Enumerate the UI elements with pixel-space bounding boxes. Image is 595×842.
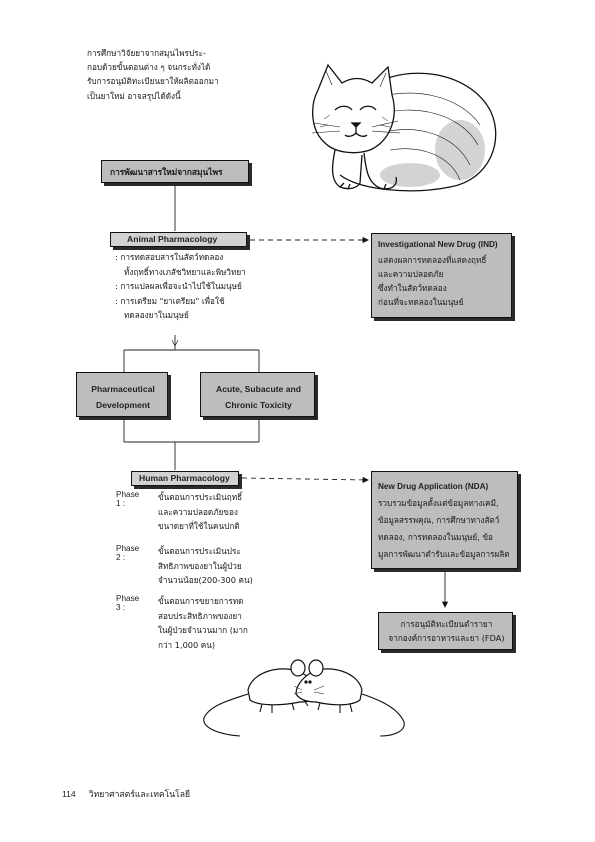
cat-illustration	[311, 63, 497, 192]
phase-line: กว่า 1,000 คน)	[158, 639, 216, 650]
fda-line: จากองค์การอาหารและยา (FDA)	[388, 633, 505, 644]
nda-line: รวบรวมข้อมูลตั้งแต่ข้อมูลทางเคมี,	[378, 498, 499, 508]
nda-line: ข้อมูลสรรพคุณ, การศึกษาทางสัตว์	[378, 515, 500, 525]
ind-line: ซึ่งทำในสัตว์ทดลอง	[378, 283, 447, 294]
intro-line: กอบด้วยขั้นตอนต่าง ๆ จนกระทั่งได้	[87, 62, 211, 73]
note-line: : การแปลผลเพื่อจะนำไปใช้ในมนุษย์	[115, 281, 242, 291]
ind-line: แสดงผลการทดลองที่แสดงฤทธิ์	[378, 254, 487, 265]
pharmaceutical-development-box: Pharmaceutical Development	[76, 372, 168, 417]
phase-line: สอบประสิทธิภาพของยา	[158, 610, 242, 621]
main-title: การพัฒนาสารใหม่จากสมุนไพร	[110, 167, 223, 177]
phase-line: จำนวนน้อย(200-300 คน)	[158, 575, 253, 585]
ind-title: Investigational New Drug (IND)	[378, 240, 498, 249]
phase-line: ขั้นตอนการประเมินประ	[158, 546, 241, 556]
pharm-dev-line: Pharmaceutical	[91, 384, 155, 394]
dashed-arrow-nda	[241, 476, 369, 484]
phase-label: Phase 1 :	[116, 490, 140, 508]
main-title-box: การพัฒนาสารใหม่จากสมุนไพร	[101, 160, 249, 183]
intro-paragraph: การศึกษาวิจัยยาจากสมุนไพรประ- กอบด้วยขั้…	[87, 46, 219, 103]
note-line: : การเตรียม "ยาเตรียม" เพื่อใช้	[115, 295, 225, 306]
note-line: ทดลองยาในมนุษย์	[124, 310, 189, 320]
note-line: : การทดสอบสารในสัตว์ทดลอง	[115, 252, 224, 262]
nda-title: New Drug Application (NDA)	[378, 482, 489, 491]
human-pharmacology-box: Human Pharmacology	[131, 471, 239, 486]
fda-approval-box: การอนุมัติทะเบียนตำรายา จากองค์การอาหารแ…	[378, 612, 513, 650]
page-number: 114	[62, 789, 76, 799]
toxicity-line: Acute, Subacute and	[216, 384, 301, 394]
ind-box: Investigational New Drug (IND) แสดงผลการ…	[371, 233, 512, 318]
pharm-dev-line: Development	[96, 400, 150, 410]
intro-line: รับการอนุมัติทะเบียนยาให้ผลิตออกมา	[87, 76, 219, 87]
animal-pharmacology-notes: : การทดสอบสารในสัตว์ทดลอง ทั้งฤทธิ์ทางเภ…	[115, 250, 246, 323]
phase-line: และความปลอดภัยของ	[158, 506, 238, 517]
fda-line: การอนุมัติทะเบียนตำรายา	[400, 619, 493, 629]
toxicity-line: Chronic Toxicity	[225, 400, 292, 410]
footer-title: วิทยาศาสตร์และเทคโนโลยี	[88, 790, 191, 800]
ind-line: และความปลอดภัย	[378, 269, 444, 279]
phase-line: ขนาดยาที่ใช้ในคนปกติ	[158, 521, 240, 531]
nda-box: New Drug Application (NDA) รวบรวมข้อมูลต…	[371, 471, 518, 569]
phase-label: Phase 3 :	[116, 594, 140, 612]
intro-line: การศึกษาวิจัยยาจากสมุนไพรประ-	[87, 48, 206, 58]
phase-line: ในผู้ป่วยจำนวนมาก (มาก	[158, 625, 248, 635]
phase-line: ขั้นตอนการขยายการทด	[158, 596, 244, 606]
page-footer: 114 วิทยาศาสตร์และเทคโนโลยี	[62, 782, 190, 802]
animal-pharmacology-label: Animal Pharmacology	[127, 234, 218, 244]
phase-line: ขั้นตอนการประเมินฤทธิ์	[158, 492, 243, 502]
ind-line: ก่อนที่จะทดลองในมนุษย์	[378, 297, 464, 308]
phase-label: Phase 2 :	[116, 544, 140, 562]
human-pharmacology-label: Human Pharmacology	[139, 473, 230, 483]
animal-pharmacology-box: Animal Pharmacology	[110, 232, 247, 247]
toxicity-box: Acute, Subacute and Chronic Toxicity	[200, 372, 315, 417]
nda-line: มูลการพัฒนาตำรับและข้อมูลการผลิต	[378, 549, 510, 559]
mice-illustration	[203, 659, 405, 737]
note-line: ทั้งฤทธิ์ทางเภสัชวิทยาและพิษวิทยา	[124, 266, 246, 277]
nda-line: ทดลอง, การทดลองในมนุษย์, ข้อ	[378, 532, 493, 542]
intro-line: เป็นยาใหม่ อาจสรุปได้ดังนี้	[87, 90, 181, 101]
phase-line: สิทธิภาพของยาในผู้ป่วย	[158, 560, 242, 571]
